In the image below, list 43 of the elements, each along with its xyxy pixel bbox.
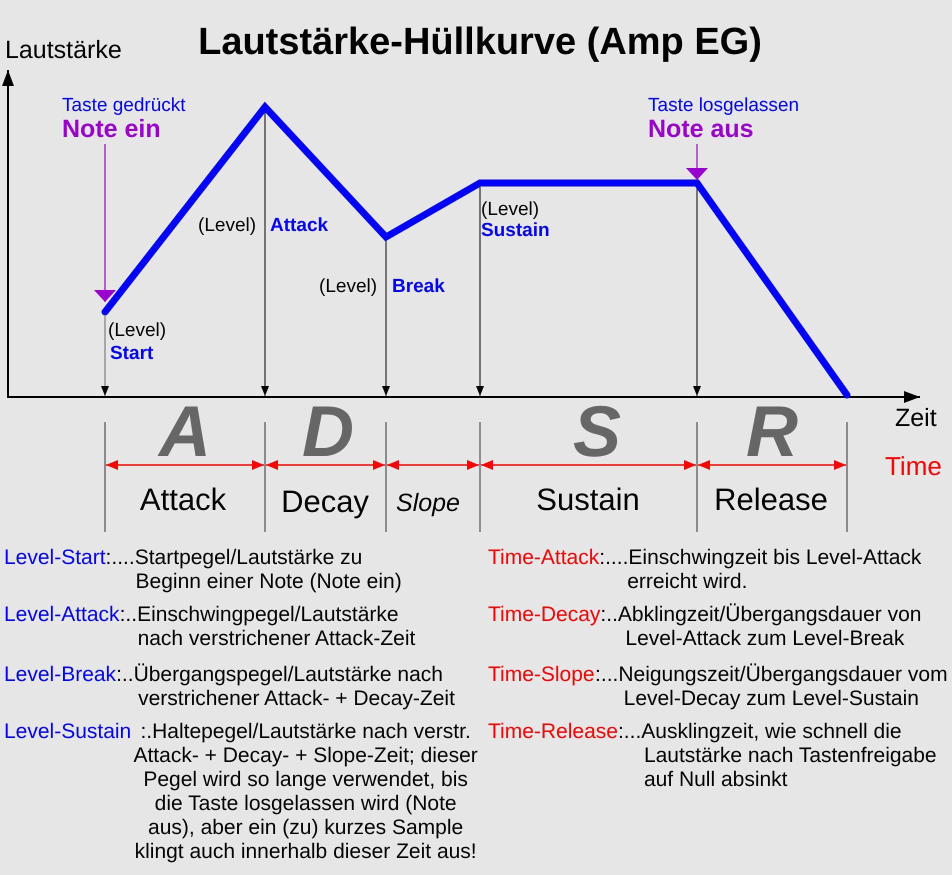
description-text: :....Startpegel/Lautstärke zu Beginn einer Note (Note ein) — [106, 546, 403, 594]
description-text: :..Übergangspegel/Lautstärke nach verstrichener Attack- + Decay-Zeit — [116, 663, 456, 711]
phase-letter: D — [302, 394, 354, 470]
term-label: Level-Break — [4, 663, 116, 687]
annotation-title: Note ein — [62, 116, 162, 142]
term-label: Time-Release — [488, 720, 618, 744]
description-text: :..Einschwingpegel/Lautstärke nach verstrichener Attack-Zeit — [120, 603, 416, 651]
phase-name: Attack — [140, 482, 226, 518]
term-label: Level-Attack — [4, 603, 120, 627]
term-label: Time-Attack — [488, 546, 600, 570]
level-label: (Level) — [108, 320, 166, 342]
description-text: :...Ausklingzeit, wie schnell die Lautstärke nach Tastenfreigabe auf Null absinkt — [618, 720, 938, 792]
phase-name: Release — [714, 482, 828, 518]
level-name: Sustain — [481, 220, 550, 242]
level-name: Start — [110, 343, 154, 365]
arrow — [686, 144, 708, 180]
term-label: Level-Sustain — [4, 720, 132, 744]
arrow — [94, 144, 116, 302]
phase-letter: S — [572, 394, 622, 470]
phase-name: Slope — [396, 488, 460, 518]
axis-label: Time — [885, 451, 942, 481]
level-label: (Level) — [319, 276, 378, 298]
annotation-subtitle: Taste gedrückt — [62, 96, 186, 116]
level-label: (Level) — [198, 215, 256, 237]
term-label: Level-Start — [4, 546, 106, 570]
axis-label: Zeit — [895, 404, 937, 432]
phase-letter: A — [159, 394, 211, 470]
annotation-subtitle: Taste losgelassen — [648, 96, 800, 116]
description-text: :....Einschwingzeit bis Level-Attack erreicht wird. — [599, 546, 922, 594]
description-text: :.Haltepegel/Lautstärke nach verstr. Attack- + Decay- + Slope-Zeit; dieser Pegel wird so lange verwendet, bis die Taste losgelassen wird (Note aus), aber ein (zu) kurzes Sample klingt auch innerhalb dieser Zeit aus! — [132, 720, 479, 864]
level-label: (Level) — [481, 199, 540, 221]
description-text: :...Neigungszeit/Übergangsdauer vom Level-Decay zum Level-Sustain — [594, 663, 948, 711]
annotation-title: Note aus — [648, 116, 755, 142]
phase-letter: R — [746, 394, 798, 470]
level-name: Break — [392, 276, 445, 298]
title: Lautstärke-Hüllkurve (Amp EG) — [198, 20, 762, 64]
term-label: Time-Decay — [488, 603, 600, 627]
term-label: Time-Slope — [488, 663, 595, 687]
level-name: Attack — [270, 215, 328, 237]
phase-name: Sustain — [536, 482, 640, 518]
description-text: :..Abklingzeit/Übergangsdauer von Level-Attack zum Level-Break — [600, 603, 922, 651]
phase-name: Decay — [281, 484, 369, 520]
axis-label: Lautstärke — [5, 36, 122, 64]
